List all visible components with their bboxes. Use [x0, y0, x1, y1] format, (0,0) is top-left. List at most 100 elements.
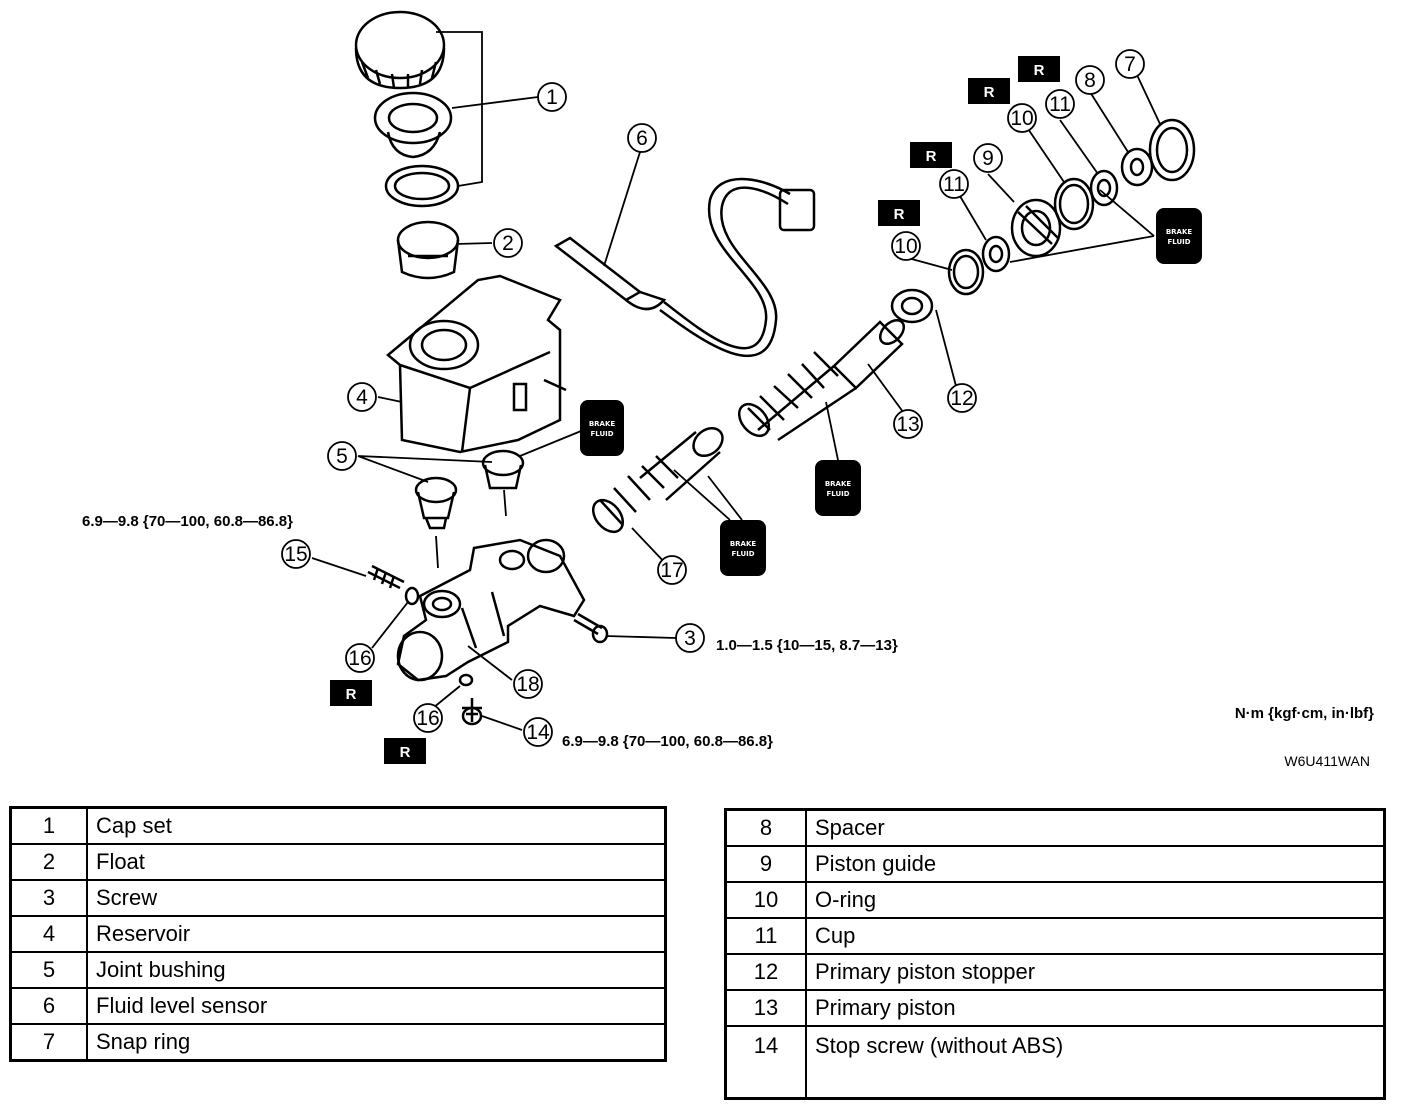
- callout-1: 1: [537, 82, 567, 112]
- secondary-piston-part: [591, 426, 724, 534]
- svg-text:11: 11: [943, 173, 965, 196]
- replace-badge: R: [330, 680, 372, 706]
- svg-text:7: 7: [1124, 53, 1136, 76]
- part-number: 4: [9, 915, 88, 953]
- part-name: Primary piston: [805, 989, 1386, 1027]
- stop-screw-14-part: [461, 698, 483, 726]
- svg-text:8: 8: [1084, 69, 1096, 92]
- callout-14: 14: [523, 717, 553, 747]
- svg-text:FLUID: FLUID: [826, 490, 849, 498]
- part-name: Reservoir: [86, 915, 667, 953]
- torque-spec-screw-15: 6.9—9.8 {70—100, 60.8—86.8}: [82, 513, 293, 530]
- o-ring-16-lower-part: [458, 673, 474, 687]
- callout-11-upper: 11: [1045, 89, 1075, 119]
- svg-text:R: R: [346, 686, 357, 703]
- part-number: 9: [724, 845, 807, 883]
- callout-4: 4: [347, 382, 377, 412]
- cap-seal-part: [373, 91, 453, 159]
- master-cylinder-body-part: [396, 538, 586, 682]
- svg-text:R: R: [926, 148, 937, 165]
- part-name: Piston guide: [805, 845, 1386, 883]
- svg-text:15: 15: [284, 543, 307, 566]
- part-name: Fluid level sensor: [86, 987, 667, 1025]
- part-number: 2: [9, 843, 88, 881]
- svg-text:14: 14: [526, 721, 550, 744]
- svg-text:16: 16: [348, 647, 371, 670]
- svg-text:R: R: [894, 206, 905, 223]
- svg-text:BRAKE: BRAKE: [589, 420, 616, 428]
- svg-text:4: 4: [356, 386, 368, 409]
- spacer-part: [1120, 147, 1154, 187]
- part-name: Screw: [86, 879, 667, 917]
- callout-3: 3: [675, 623, 705, 653]
- screw-3-part: [573, 612, 609, 644]
- reservoir-part: [386, 274, 567, 454]
- part-number: 5: [9, 951, 88, 989]
- brake-fluid-icon: BRAKE FLUID: [720, 520, 766, 576]
- svg-text:1: 1: [546, 86, 558, 109]
- svg-text:R: R: [400, 744, 411, 761]
- svg-text:BRAKE: BRAKE: [730, 540, 757, 548]
- callout-6: 6: [627, 123, 657, 153]
- primary-piston-part: [737, 318, 906, 442]
- svg-text:18: 18: [516, 673, 539, 696]
- replace-badge: R: [384, 738, 426, 764]
- callout-10-lower: 10: [891, 231, 921, 261]
- callout-15: 15: [281, 539, 311, 569]
- callout-12: 12: [947, 383, 977, 413]
- callout-16-lower: 16: [413, 703, 443, 733]
- callout-2: 2: [493, 228, 523, 258]
- part-number: 8: [724, 808, 807, 847]
- svg-text:11: 11: [1049, 93, 1071, 116]
- callout-18: 18: [513, 669, 543, 699]
- screw-15-part: [367, 564, 405, 590]
- svg-text:BRAKE: BRAKE: [1166, 228, 1193, 236]
- svg-text:R: R: [984, 84, 995, 101]
- svg-text:6: 6: [636, 127, 648, 150]
- callout-11-lower: 11: [939, 169, 969, 199]
- part-number: 11: [724, 917, 807, 955]
- master-cylinder-exploded-diagram: 1 2 3 4 5 6 7 8 9 10 11 11 10 12 13 14 1…: [82, 10, 1374, 769]
- cap-ring-part: [384, 164, 460, 208]
- replace-badge: R: [1018, 56, 1060, 82]
- svg-text:FLUID: FLUID: [731, 550, 754, 558]
- part-name: Joint bushing: [86, 951, 667, 989]
- o-ring-16-upper-part: [404, 586, 420, 606]
- svg-text:12: 12: [950, 387, 973, 410]
- cup-lower-part: [981, 235, 1011, 273]
- joint-bushing-left-part: [414, 476, 458, 530]
- part-name: O-ring: [805, 881, 1386, 919]
- part-number: 12: [724, 953, 807, 991]
- svg-text:3: 3: [684, 627, 696, 650]
- primary-piston-stopper-part: [890, 288, 934, 324]
- cup-upper-part: [1089, 169, 1119, 207]
- snap-ring-part: [1148, 118, 1196, 182]
- part-name: Cap set: [86, 806, 667, 845]
- replace-badge: R: [910, 142, 952, 168]
- callout-13: 13: [893, 409, 923, 439]
- replace-badge: R: [878, 200, 920, 226]
- callout-16-upper: 16: [345, 643, 375, 673]
- svg-text:FLUID: FLUID: [1167, 238, 1190, 246]
- svg-text:13: 13: [896, 413, 919, 436]
- piston-guide-part: [1010, 198, 1062, 258]
- part-number: 14: [724, 1025, 807, 1100]
- svg-text:9: 9: [982, 147, 994, 170]
- svg-text:2: 2: [502, 232, 514, 255]
- torque-spec-screw-3: 1.0—1.5 {10—15, 8.7—13}: [716, 637, 898, 654]
- callout-10-upper: 10: [1007, 103, 1037, 133]
- svg-text:5: 5: [336, 445, 348, 468]
- part-name: Primary piston stopper: [805, 953, 1386, 991]
